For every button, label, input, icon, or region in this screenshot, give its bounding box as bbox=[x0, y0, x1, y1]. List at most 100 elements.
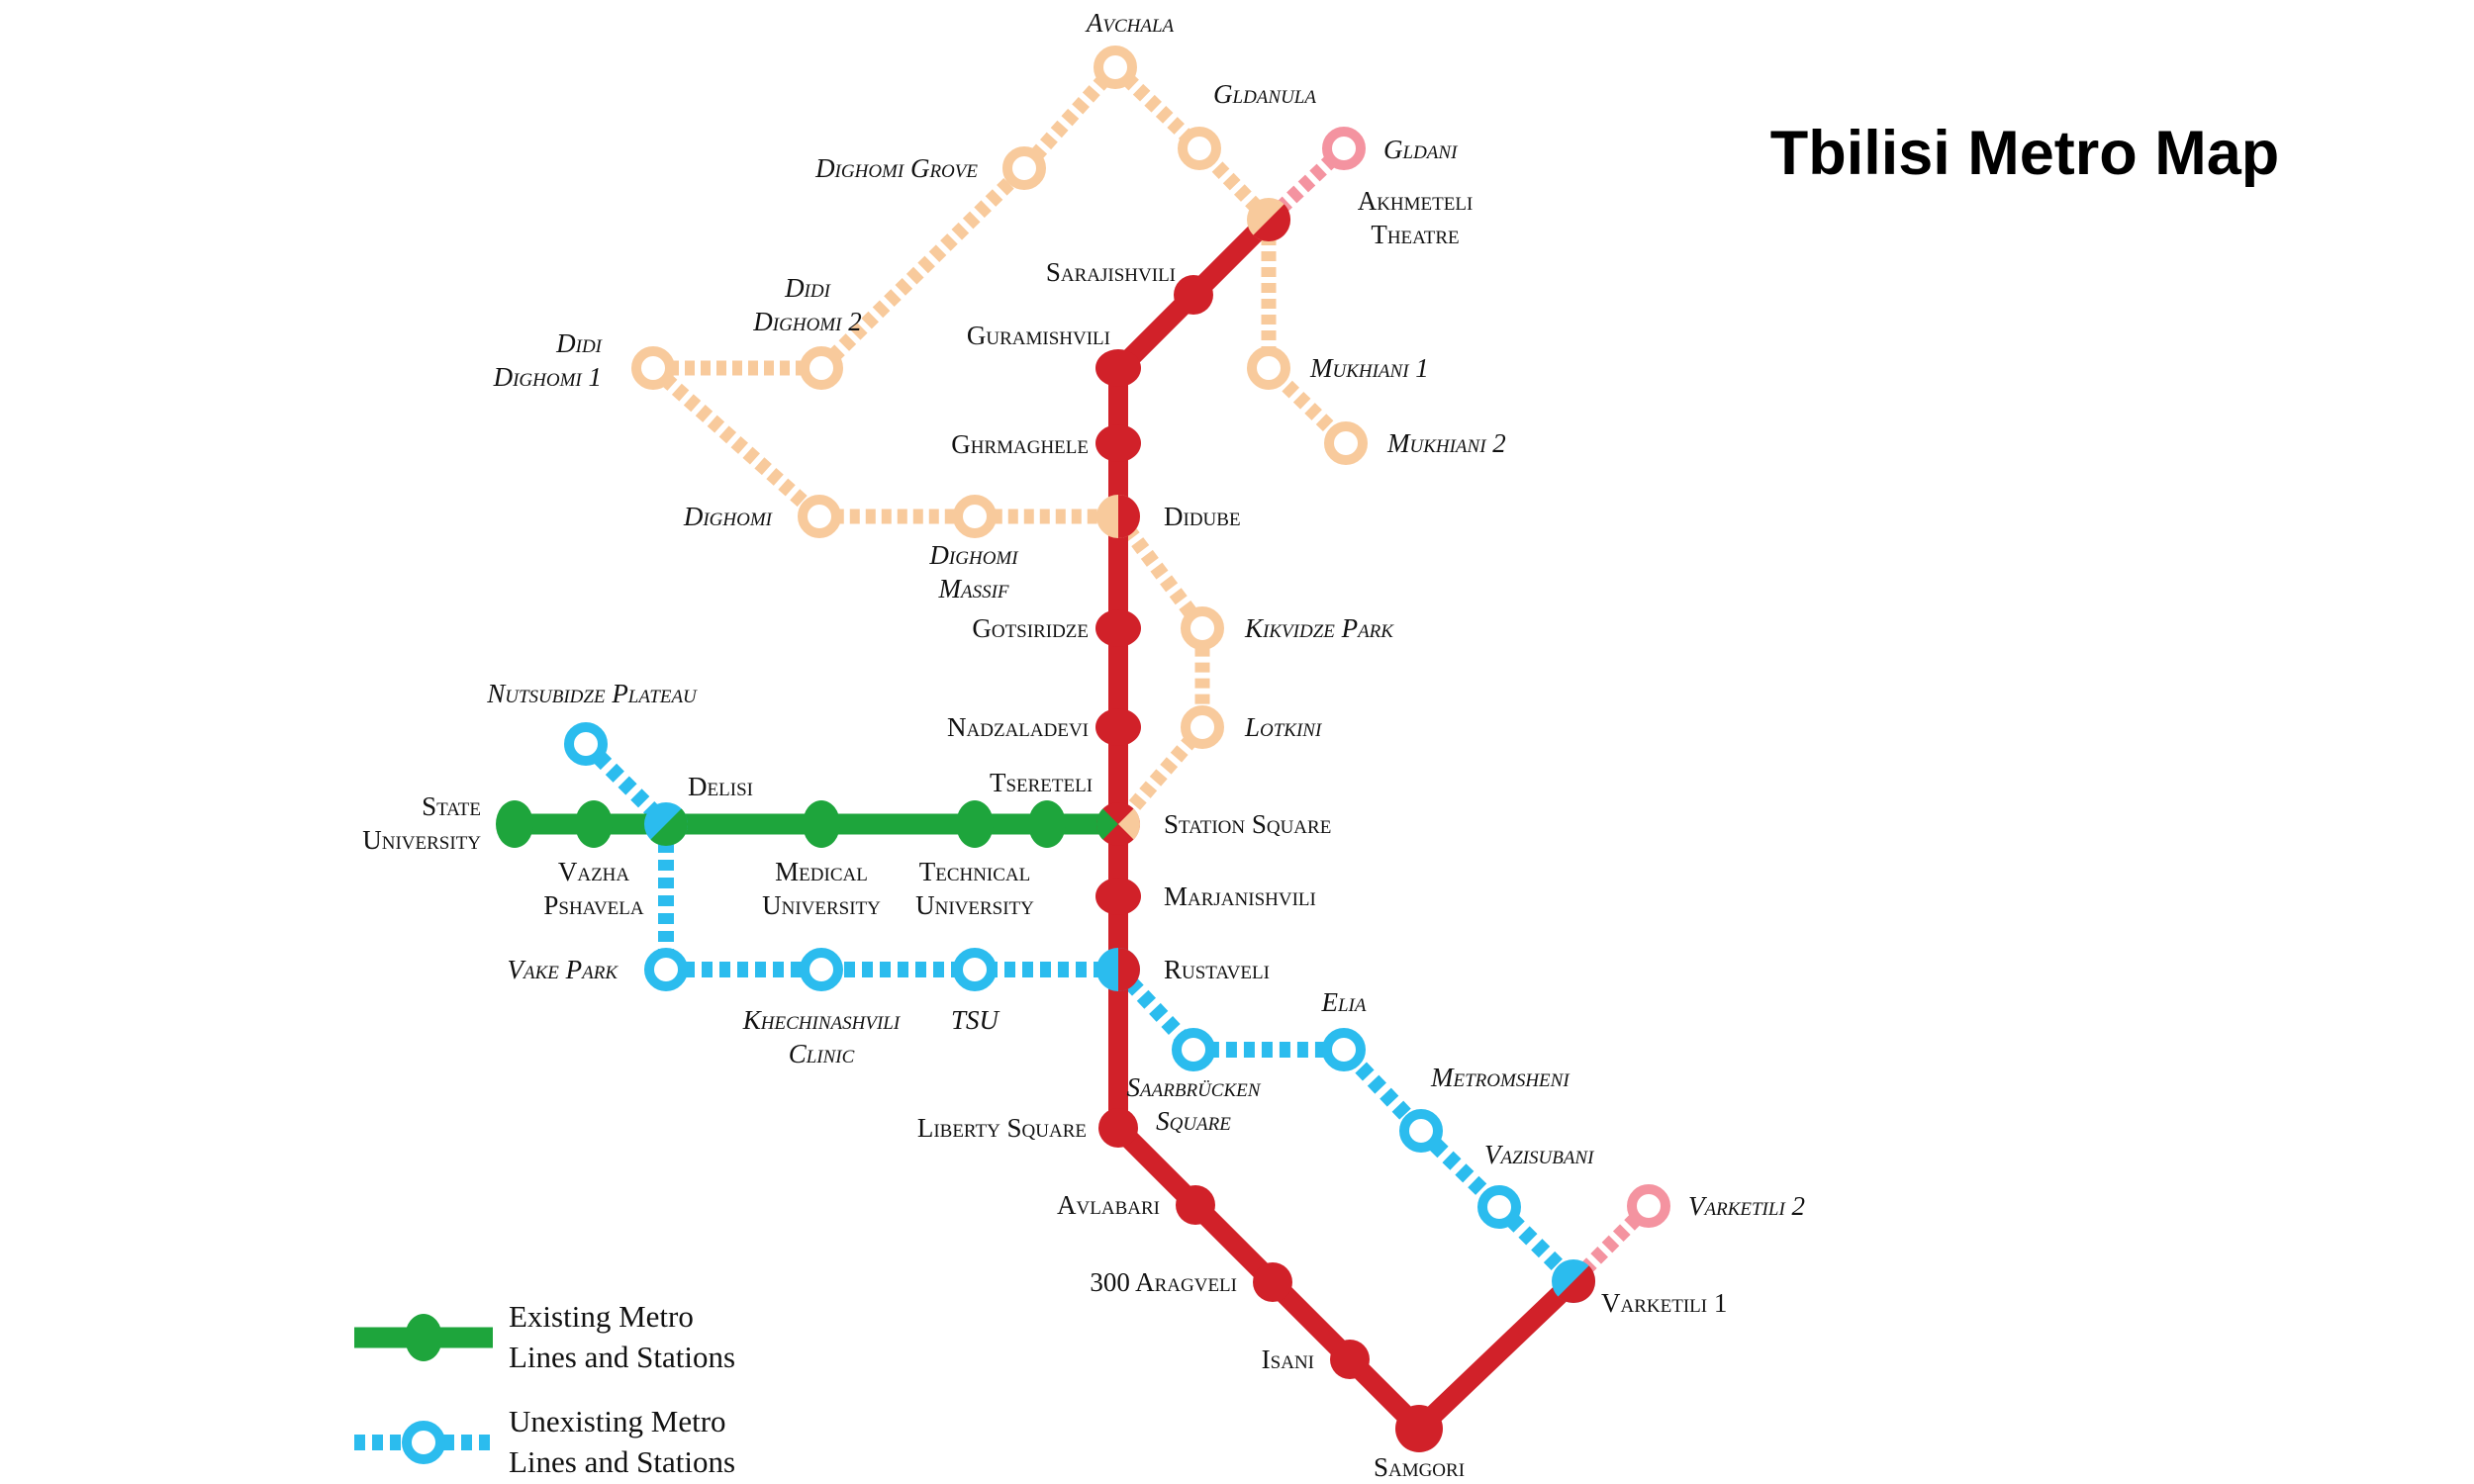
station-marker-varketili-1 bbox=[1552, 1259, 1596, 1304]
station-marker-vazha-pshavela bbox=[575, 800, 613, 848]
label-medical-university-1: Medical bbox=[775, 857, 868, 886]
label-state-university-1: State bbox=[422, 791, 481, 821]
label-gldani: Gldani bbox=[1383, 135, 1459, 164]
legend: Existing Metro Lines and Stations Unexis… bbox=[354, 1299, 735, 1479]
label-elia: Elia bbox=[1321, 987, 1367, 1017]
station-marker-didi-dighomi-1 bbox=[631, 346, 675, 390]
label-liberty-square: Liberty Square bbox=[917, 1113, 1087, 1143]
station-marker-metromsheni bbox=[1399, 1109, 1443, 1153]
legend-unexisting-text-2: Lines and Stations bbox=[509, 1444, 735, 1479]
station-marker-isani bbox=[1330, 1340, 1370, 1379]
rustaveli-red-half bbox=[1118, 948, 1140, 991]
station-marker-technical-university bbox=[956, 800, 994, 848]
label-dighomi-grove: Dighomi Grove bbox=[814, 153, 978, 183]
label-akhmeteli-1: Akhmeteli bbox=[1358, 186, 1474, 216]
station-marker-gotsiridze bbox=[1095, 609, 1141, 647]
unexisting-station-markers bbox=[564, 46, 1670, 1229]
label-vake-park: Vake Park bbox=[507, 955, 618, 984]
label-dighomi-massif-1: Dighomi bbox=[928, 540, 1019, 570]
label-medical-university-2: University bbox=[762, 890, 881, 920]
legend-existing-station-swatch bbox=[405, 1314, 442, 1361]
station-marker-sarajishvili bbox=[1174, 275, 1213, 315]
pink-unexisting-lines bbox=[1263, 142, 1655, 1287]
page-title: Tbilisi Metro Map bbox=[1770, 119, 2280, 188]
station-marker-ghrmaghele bbox=[1095, 424, 1141, 462]
label-metromsheni: Metromsheni bbox=[1430, 1063, 1570, 1092]
station-marker-vazisubani bbox=[1477, 1185, 1521, 1229]
label-lotkini: Lotkini bbox=[1244, 712, 1323, 742]
station-square-orange-wedge bbox=[1118, 808, 1141, 840]
station-marker-dighomi-grove bbox=[1002, 146, 1046, 190]
station-marker-saarbrucken-square bbox=[1172, 1028, 1215, 1071]
station-marker-didi-dighomi-2 bbox=[800, 346, 843, 390]
label-vazha-pshavela-1: Vazha bbox=[558, 857, 630, 886]
label-avchala: Avchala bbox=[1085, 8, 1175, 38]
label-gldanula: Gldanula bbox=[1213, 79, 1316, 109]
label-delisi: Delisi bbox=[688, 772, 753, 801]
label-station-square: Station Square bbox=[1164, 809, 1331, 839]
label-dighomi: Dighomi bbox=[683, 502, 774, 531]
station-marker-delisi bbox=[644, 802, 689, 847]
station-marker-medical-university bbox=[803, 800, 840, 848]
segment-didube-kikvidze-lotkini-stationsquare bbox=[1112, 511, 1210, 829]
label-khechinashvili-2: Clinic bbox=[789, 1039, 855, 1068]
label-akhmeteli-2: Theatre bbox=[1371, 220, 1459, 249]
station-marker-tsu bbox=[953, 948, 997, 991]
label-rustaveli: Rustaveli bbox=[1164, 955, 1270, 984]
label-saarbrucken-1: Saarbrücken bbox=[1127, 1072, 1262, 1102]
station-marker-rustaveli bbox=[1096, 948, 1140, 991]
didube-red-half bbox=[1118, 495, 1140, 538]
station-marker-mukhiani-1 bbox=[1247, 346, 1290, 390]
label-kikvidze-park: Kikvidze Park bbox=[1244, 613, 1394, 643]
label-gotsiridze: Gotsiridze bbox=[972, 613, 1089, 643]
station-marker-didube bbox=[1096, 495, 1140, 538]
label-avlabari: Avlabari bbox=[1057, 1190, 1160, 1220]
station-marker-mukhiani-2 bbox=[1324, 421, 1368, 465]
existing-station-markers bbox=[496, 275, 1443, 1452]
label-vazha-pshavela-2: Pshavela bbox=[543, 890, 644, 920]
station-marker-varketili-2 bbox=[1627, 1184, 1670, 1228]
label-didi-dighomi-2-2: Dighomi 2 bbox=[752, 307, 861, 336]
label-didube: Didube bbox=[1164, 502, 1241, 531]
label-didi-dighomi-1-2: Dighomi 1 bbox=[493, 362, 602, 392]
label-guramishvili: Guramishvili bbox=[967, 321, 1110, 350]
label-varketili-2: Varketili 2 bbox=[1688, 1191, 1805, 1221]
legend-unexisting-station-swatch bbox=[402, 1421, 445, 1464]
station-marker-avlabari bbox=[1176, 1185, 1215, 1225]
station-marker-dighomi-massif bbox=[953, 495, 997, 538]
station-marker-300-aragveli bbox=[1253, 1262, 1292, 1302]
station-marker-lotkini bbox=[1181, 705, 1224, 749]
label-samgori: Samgori bbox=[1374, 1452, 1465, 1482]
segment-akhmeteli-mukhiani1-mukhiani2 bbox=[1261, 220, 1352, 449]
delisi-green-half bbox=[650, 808, 689, 847]
akhmeteli-red-half bbox=[1253, 204, 1291, 242]
label-mukhiani-2: Mukhiani 2 bbox=[1386, 428, 1506, 458]
label-dighomi-massif-2: Massif bbox=[937, 574, 1008, 603]
label-vazisubani: Vazisubani bbox=[1484, 1140, 1595, 1169]
station-marker-gldanula bbox=[1178, 127, 1221, 170]
station-marker-tsereteli bbox=[1028, 800, 1066, 848]
station-marker-guramishvili bbox=[1095, 349, 1141, 387]
station-marker-liberty-square bbox=[1098, 1108, 1138, 1148]
station-marker-samgori bbox=[1395, 1405, 1443, 1452]
legend-unexisting-text-1: Unexisting Metro bbox=[509, 1404, 726, 1438]
label-didi-dighomi-1-1: Didi bbox=[555, 328, 604, 358]
label-300-aragveli: 300 Aragveli bbox=[1090, 1267, 1237, 1297]
label-ghrmaghele: Ghrmaghele bbox=[951, 429, 1089, 459]
label-state-university-2: University bbox=[362, 825, 481, 855]
station-marker-avchala bbox=[1094, 46, 1137, 89]
station-square-green-wedge bbox=[1095, 808, 1118, 840]
station-marker-akhmeteli-theatre bbox=[1247, 198, 1291, 242]
label-varketili-1: Varketili 1 bbox=[1601, 1288, 1727, 1318]
label-mukhiani-1: Mukhiani 1 bbox=[1309, 353, 1429, 383]
label-isani: Isani bbox=[1262, 1345, 1314, 1374]
label-khechinashvili-1: Khechinashvili bbox=[742, 1005, 902, 1035]
label-sarajishvili: Sarajishvili bbox=[1046, 257, 1176, 287]
label-technical-university-1: Technical bbox=[919, 857, 1031, 886]
label-nutsubidze-plateau: Nutsubidze Plateau bbox=[486, 679, 698, 708]
station-marker-kikvidze-park bbox=[1181, 606, 1224, 650]
station-marker-station-square bbox=[1095, 802, 1141, 846]
station-labels: Avchala Gldanula Gldani Akhmeteli Theatr… bbox=[362, 8, 1805, 1482]
label-didi-dighomi-2-1: Didi bbox=[784, 273, 832, 303]
